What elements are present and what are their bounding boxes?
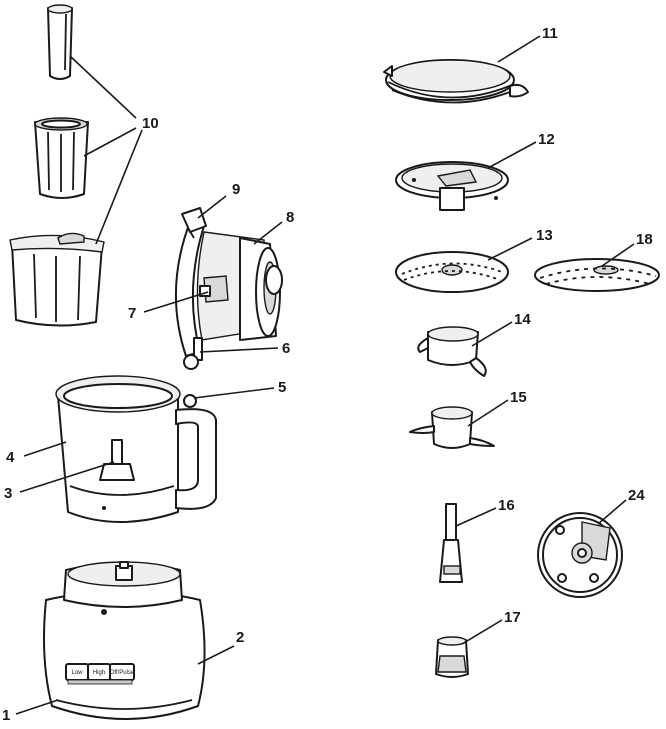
callout-8: 8 (286, 209, 294, 226)
callout-9: 9 (232, 181, 240, 198)
callout-11: 11 (542, 25, 558, 42)
small-pusher (47, 4, 73, 80)
work-bowl (55, 375, 217, 523)
large-pusher (9, 232, 105, 327)
callout-18: 18 (636, 231, 653, 248)
shredding-disc-coarse (534, 258, 660, 292)
callout-4: 4 (6, 449, 15, 466)
callout-lines (15, 35, 635, 715)
adapter-cap (435, 636, 469, 678)
callout-24: 24 (628, 487, 645, 504)
stem-adapter (99, 439, 135, 481)
dicing-disc (537, 512, 623, 598)
callout-14: 14 (514, 311, 531, 328)
callout-2: 2 (236, 629, 244, 646)
medium-pusher (34, 117, 89, 199)
callout-16: 16 (498, 497, 515, 514)
base-control-panel: Low High Off/Pulse (65, 663, 135, 685)
motor-base (43, 561, 206, 720)
callout-13: 13 (536, 227, 553, 244)
callout-3: 3 (4, 485, 12, 502)
callout-12: 12 (538, 131, 555, 148)
slicing-disc (395, 161, 509, 211)
callout-15: 15 (510, 389, 527, 406)
mini-bowl-lid (383, 59, 529, 104)
callout-10: 10 (142, 115, 159, 132)
high-button-label: High (93, 670, 105, 676)
work-bowl-lid (175, 207, 283, 370)
callout-7: 7 (128, 305, 136, 322)
callout-numbers: 10 9 8 7 6 5 4 3 2 1 11 12 13 18 14 15 1… (2, 25, 653, 724)
off-pulse-button-label: Off/Pulse (110, 670, 135, 676)
callout-6: 6 (282, 340, 290, 357)
callout-1: 1 (2, 707, 10, 724)
multi-purpose-blade (409, 406, 495, 449)
shredding-disc-fine (395, 251, 509, 293)
egg-whip (439, 503, 463, 583)
callout-17: 17 (504, 609, 521, 626)
callout-5: 5 (278, 379, 286, 396)
low-button-label: Low (71, 670, 83, 676)
dough-blade (417, 326, 487, 377)
